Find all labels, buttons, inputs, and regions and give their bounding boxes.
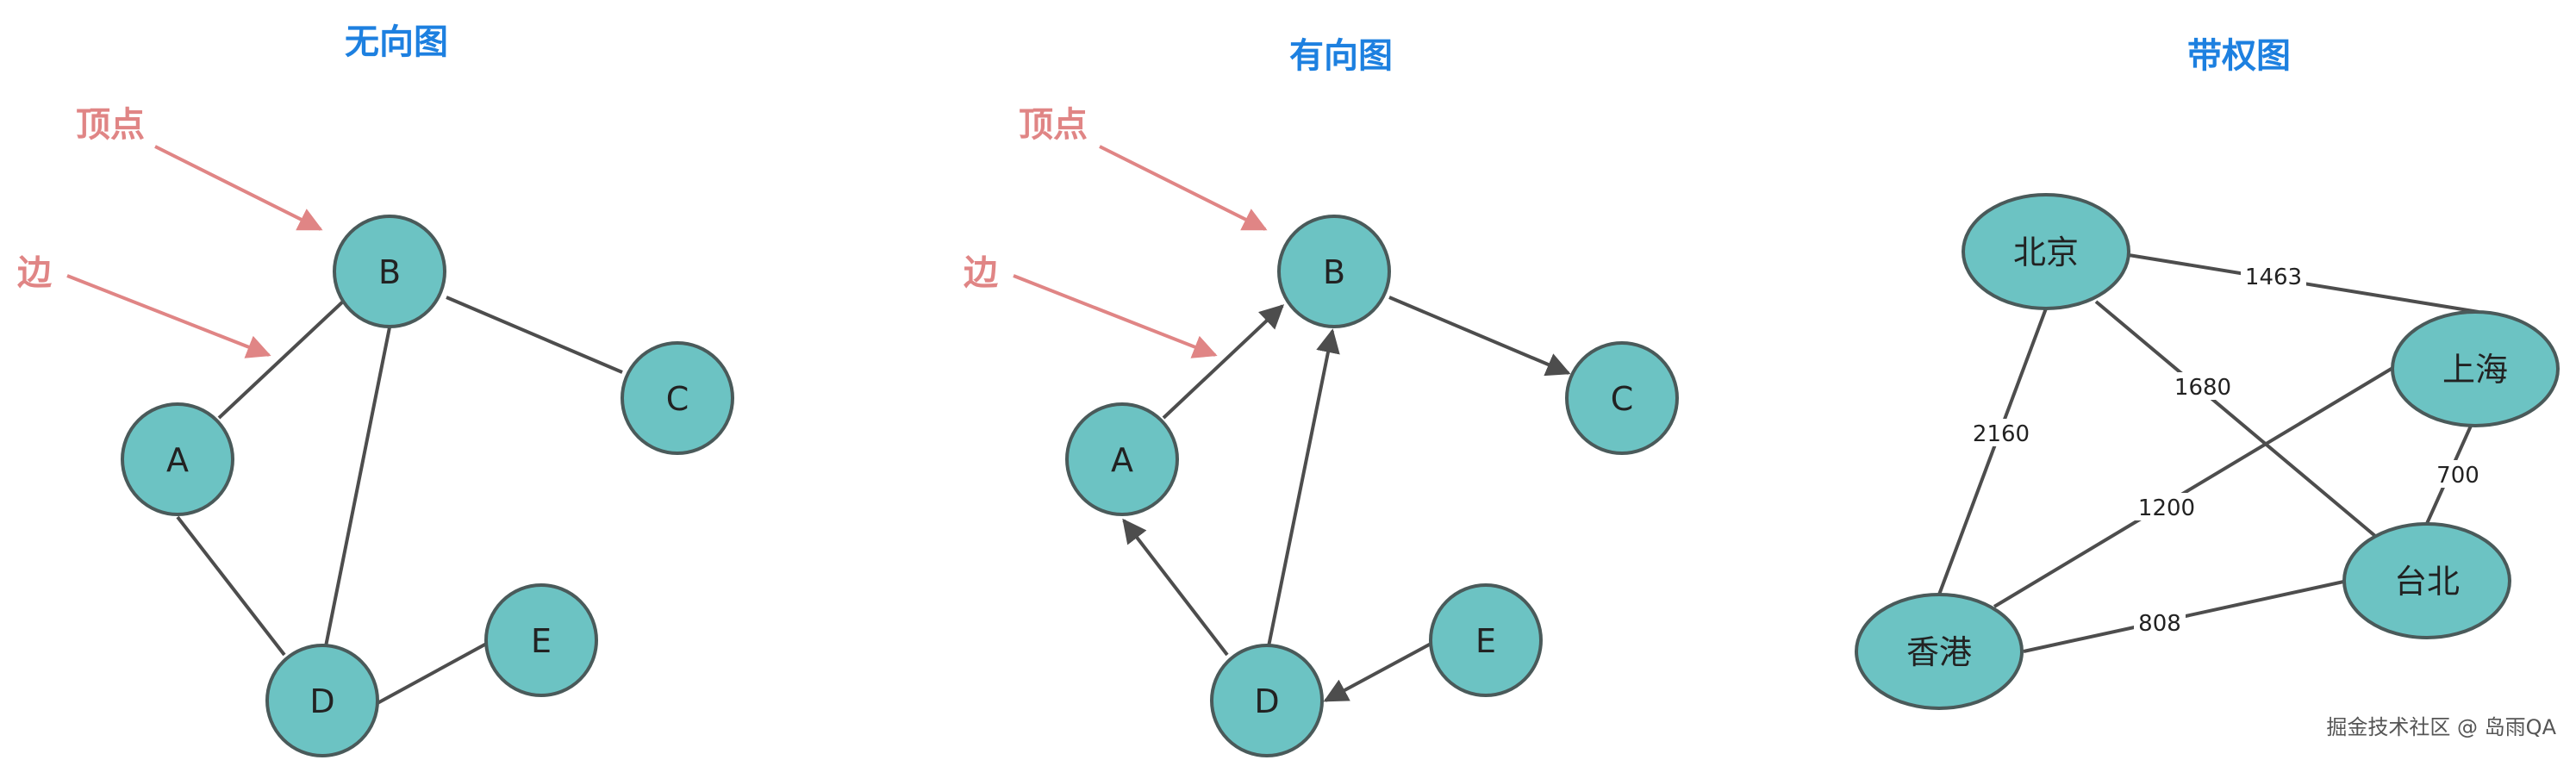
edge-annotation: 边	[17, 253, 53, 293]
node-a-label: A	[166, 441, 189, 479]
node-beijing-label: 北京	[2013, 234, 2079, 271]
edge-weight-beijing-shanghai: 1463	[2241, 262, 2306, 290]
node-d-label: D	[1254, 682, 1279, 720]
edge-weight-beijing-hongkong: 2160	[1968, 419, 2034, 447]
edge-a-b	[217, 298, 346, 420]
node-beijing: 北京	[1962, 193, 2130, 310]
edge-e-to-d	[1323, 640, 1435, 702]
node-hongkong-label: 香港	[1906, 633, 1972, 671]
undirected-graph-panel: 无向图 顶点 边 B A C D E	[17, 22, 734, 757]
node-a: A	[121, 402, 234, 516]
svg-text:1680: 1680	[2174, 375, 2231, 401]
svg-text:1463: 1463	[2245, 265, 2302, 290]
svg-text:2160: 2160	[1973, 421, 2030, 447]
edge-shanghai-hongkong	[1993, 365, 2396, 608]
edge-beijing-hongkong	[1937, 308, 2048, 595]
edge-annotation-arrow	[1013, 274, 1218, 358]
node-e-label: E	[1475, 622, 1496, 660]
node-d-label: D	[309, 682, 334, 720]
node-c-label: C	[1611, 380, 1634, 418]
edge-d-e	[377, 640, 490, 705]
svg-text:808: 808	[2138, 611, 2181, 637]
node-a: A	[1065, 402, 1179, 516]
edge-d-to-b	[1267, 328, 1340, 647]
edge-weight-shanghai-taipei: 700	[2432, 460, 2484, 489]
svg-text:700: 700	[2436, 463, 2479, 489]
weighted-graph-panel: 带权图 1463 1680 2160 1200 700 808	[1855, 36, 2560, 710]
edge-weight-beijing-taipei: 1680	[2170, 372, 2236, 401]
node-e: E	[484, 583, 598, 697]
node-hongkong: 香港	[1855, 593, 2024, 710]
edge-weight-shanghai-hongkong: 1200	[2134, 493, 2199, 521]
edge-annotation-arrow	[66, 274, 271, 358]
svg-text:1200: 1200	[2138, 495, 2195, 521]
edge-weight-hongkong-taipei: 808	[2134, 608, 2186, 637]
node-b: B	[1277, 215, 1391, 328]
node-c: C	[1565, 341, 1679, 455]
edge-b-d	[324, 327, 391, 647]
vertex-annotation-arrow	[154, 145, 323, 231]
directed-graph-title: 有向图	[1289, 36, 1393, 76]
node-b-label: B	[1323, 253, 1345, 291]
node-b-label: B	[378, 253, 401, 291]
edge-d-to-a	[1122, 518, 1229, 657]
node-shanghai-label: 上海	[2442, 351, 2508, 389]
weighted-graph-title: 带权图	[2187, 36, 2291, 76]
edge-a-to-b	[1162, 304, 1285, 420]
node-d: D	[1210, 644, 1324, 757]
node-c-label: C	[666, 380, 689, 418]
watermark-text: 掘金技术社区 @ 岛雨QA	[2326, 715, 2556, 739]
node-d: D	[265, 644, 379, 757]
edge-a-d	[176, 515, 286, 657]
vertex-annotation-arrow	[1099, 145, 1268, 231]
edge-b-c	[446, 296, 623, 374]
node-shanghai: 上海	[2391, 310, 2560, 427]
node-c: C	[621, 341, 734, 455]
directed-graph-panel: 有向图 顶点 边 B A C D E	[964, 36, 1679, 757]
node-e: E	[1429, 583, 1543, 697]
edge-beijing-taipei	[2094, 300, 2377, 538]
node-e-label: E	[531, 622, 552, 660]
vertex-annotation: 顶点	[1019, 105, 1088, 145]
node-b: B	[333, 215, 446, 328]
node-taipei: 台北	[2342, 522, 2511, 639]
undirected-graph-title: 无向图	[345, 22, 448, 62]
vertex-annotation: 顶点	[76, 105, 145, 145]
node-a-label: A	[1111, 441, 1133, 479]
edge-b-to-c	[1388, 296, 1571, 377]
edge-annotation: 边	[964, 253, 999, 293]
node-taipei-label: 台北	[2394, 563, 2460, 601]
